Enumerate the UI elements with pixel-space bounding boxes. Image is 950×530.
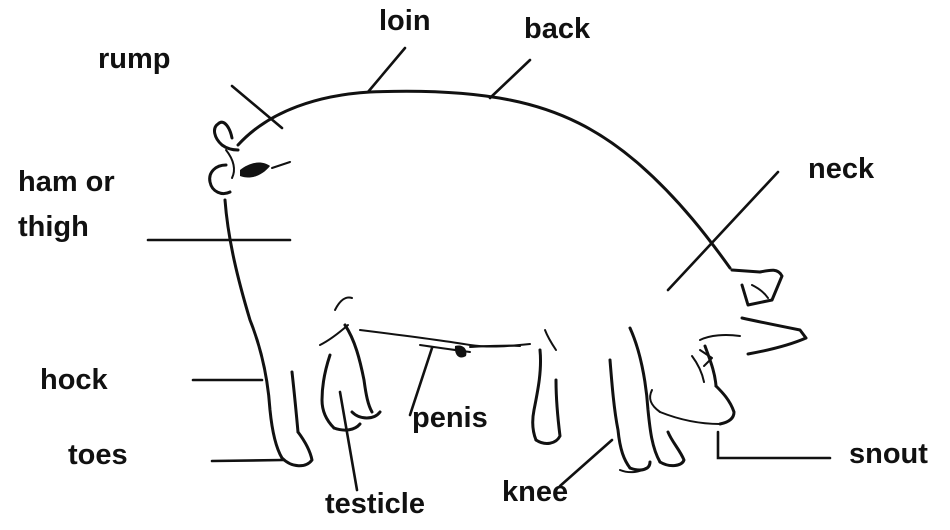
leader-testicle xyxy=(340,392,357,490)
label-rump: rump xyxy=(98,45,171,74)
label-thigh: thigh xyxy=(18,213,89,242)
leader-back xyxy=(490,60,530,98)
leader-loin xyxy=(368,48,405,92)
label-loin: loin xyxy=(379,7,431,36)
pig-illustration xyxy=(210,91,806,472)
leader-lines xyxy=(148,48,830,490)
leader-snout xyxy=(718,432,830,458)
label-testicle: testicle xyxy=(325,490,425,519)
label-back: back xyxy=(524,15,590,44)
label-neck: neck xyxy=(808,155,874,184)
label-snout: snout xyxy=(849,440,928,469)
label-ham-or: ham or xyxy=(18,168,115,197)
leader-rump xyxy=(232,86,282,128)
label-hock: hock xyxy=(40,366,108,395)
label-penis: penis xyxy=(412,404,488,433)
label-knee: knee xyxy=(502,478,568,507)
leader-toes xyxy=(212,460,283,461)
label-toes: toes xyxy=(68,441,128,470)
